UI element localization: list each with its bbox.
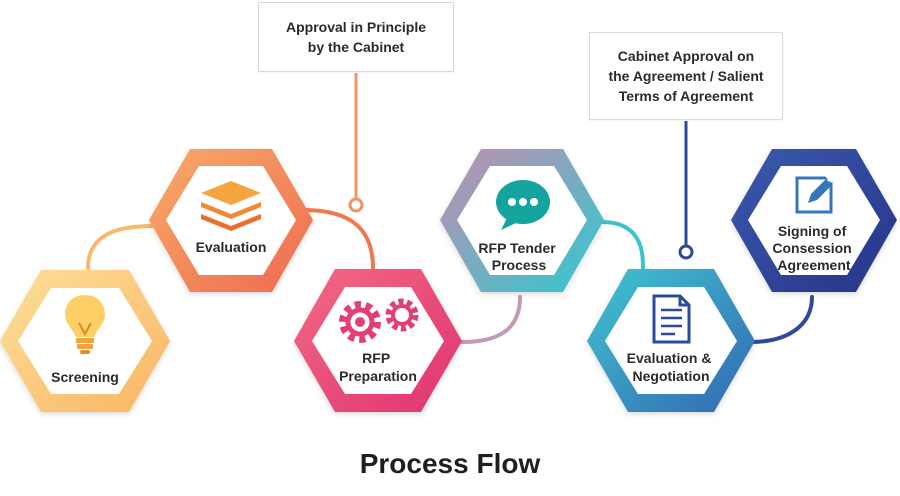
step-label-evaluation: Evaluation <box>196 239 267 255</box>
connector-tender-negotiation <box>600 220 645 270</box>
callout-cabinet-line-3: Terms of Agreement <box>618 88 754 104</box>
gears-icon <box>339 298 419 343</box>
step-rfp-preparation <box>294 269 462 412</box>
callout-cabinet-approval: Cabinet Approval on the Agreement / Sali… <box>589 32 783 120</box>
connector-screening-evaluation <box>86 224 154 270</box>
callout-approval-line-2: by the Cabinet <box>307 39 405 55</box>
edit-icon <box>795 171 837 214</box>
step-evaluation <box>149 149 313 292</box>
layers-icon <box>201 181 261 231</box>
callout-approval-line-1: Approval in Principle <box>285 19 427 35</box>
step-label-screening: Screening <box>51 369 119 385</box>
step-label-rfp-tender-process: RFP Tender Process <box>478 240 559 273</box>
step-signing <box>731 149 897 292</box>
connectors <box>86 208 814 344</box>
callout-dot-2 <box>678 244 694 260</box>
document-icon <box>652 294 691 344</box>
connector-rfp-tender <box>460 295 522 344</box>
callout-cabinet-line-2: the Agreement / Salient <box>608 68 764 84</box>
step-label-signing: Signing of Consession Agreement <box>772 223 855 273</box>
callout-approval-in-principle: Approval in Principle by the Cabinet <box>258 2 454 72</box>
step-label-rfp-preparation: RFP Preparation <box>339 350 417 384</box>
step-label-evaluation-negotiation: Evaluation & Negotiation <box>627 350 716 384</box>
callout-dot-1 <box>348 197 364 213</box>
connector-negotiation-signing <box>748 295 814 344</box>
callout-lines <box>348 73 694 260</box>
connector-evaluation-rfp <box>302 208 375 270</box>
lightbulb-icon <box>65 295 105 354</box>
page-title: Process Flow <box>359 448 541 479</box>
chat-bubble-icon <box>496 180 550 230</box>
callout-cabinet-line-1: Cabinet Approval on <box>617 48 755 64</box>
